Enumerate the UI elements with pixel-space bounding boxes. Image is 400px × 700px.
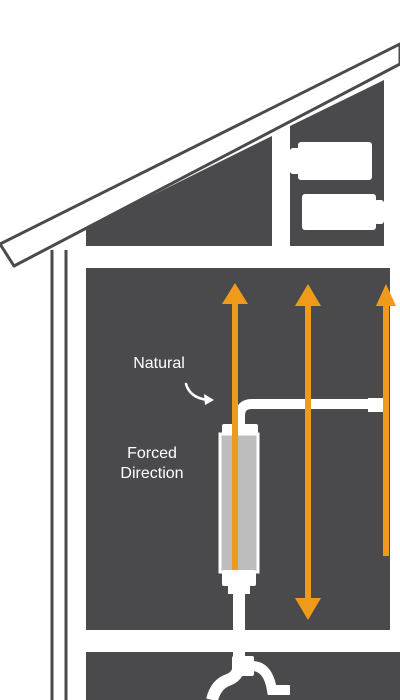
forced-label-line2: Direction [120,465,184,482]
attic-fan-unit-upper [290,142,372,180]
airflow-arrow-right [376,284,396,556]
attic-fan-unit-lower [302,194,384,230]
roof-line [0,42,400,268]
natural-label: Natural [133,355,185,372]
airflow-arrow-left [222,283,248,570]
attic-left-room [86,136,272,246]
duct-end-cap [368,398,384,412]
duct-horizontal [235,399,384,428]
airflow-arrow-middle [295,284,321,620]
forced-unit-cylinder [218,424,260,594]
lower-duct-branch [251,661,290,695]
forced-label-line1: Forced [127,445,177,462]
curved-arrow-icon [184,382,214,405]
lower-duct-fitting [232,656,254,676]
right-wall-notch [390,560,400,630]
forced-direction-label: Forced Direction [108,444,196,484]
